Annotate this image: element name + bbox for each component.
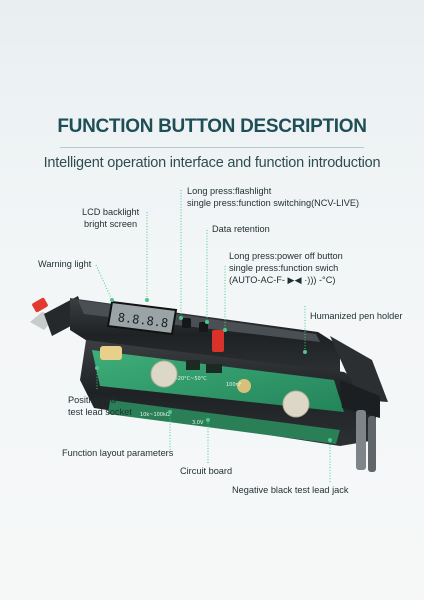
lcd-label-line1: LCD backlight <box>82 207 140 217</box>
power-label-line2: single press:function swich <box>229 263 339 273</box>
lcd-label-line2: bright screen <box>84 219 138 229</box>
layout-params-label: Function layout parameters <box>62 448 174 458</box>
flashlight-label-line1: Long press:flashlight <box>187 186 272 196</box>
pcb-label-volt: 3.0V <box>192 420 204 426</box>
page-subtitle: Intelligent operation interface and func… <box>43 155 381 171</box>
title-divider <box>60 147 364 148</box>
data-retention-label: Data retention <box>212 224 270 234</box>
positive-socket-label-line1: Positive red <box>68 395 117 405</box>
pen-holder-label: Humanized pen holder <box>310 311 403 321</box>
circuit-board-label: Circuit board <box>180 466 233 476</box>
lower-body: -20°C~50°C 100nF 10k~100kΩ 3.0V <box>80 340 376 446</box>
positive-socket-label-line2: test lead socket <box>68 407 132 417</box>
pen-holder <box>330 336 388 418</box>
power-function-button[interactable] <box>212 330 224 352</box>
power-label-line1: Long press:power off button <box>229 251 343 261</box>
flashlight-label-line2: single press:function switching(NCV-LIVE… <box>187 198 360 208</box>
page-title: FUNCTION BUTTON DESCRIPTION <box>57 116 367 137</box>
negative-jack-label: Negative black test lead jack <box>232 485 349 495</box>
callout-lines <box>95 190 331 482</box>
power-label-line3: (AUTO-AC-F- ▶◀ ·))) -°C) <box>229 275 336 285</box>
pcb-label-cap: 100nF <box>226 382 242 388</box>
hold-button[interactable] <box>199 322 208 332</box>
lcd-digits: 8.8.8.8 <box>117 310 169 330</box>
pcb-label-temp: -20°C~50°C <box>176 376 207 382</box>
upper-cover: 8.8.8.8 <box>70 298 340 372</box>
pcb-label-res: 10k~100kΩ <box>140 412 170 418</box>
test-lead-jack <box>356 410 376 472</box>
flashlight-button[interactable] <box>182 318 191 328</box>
warning-light-label: Warning light <box>38 259 92 269</box>
